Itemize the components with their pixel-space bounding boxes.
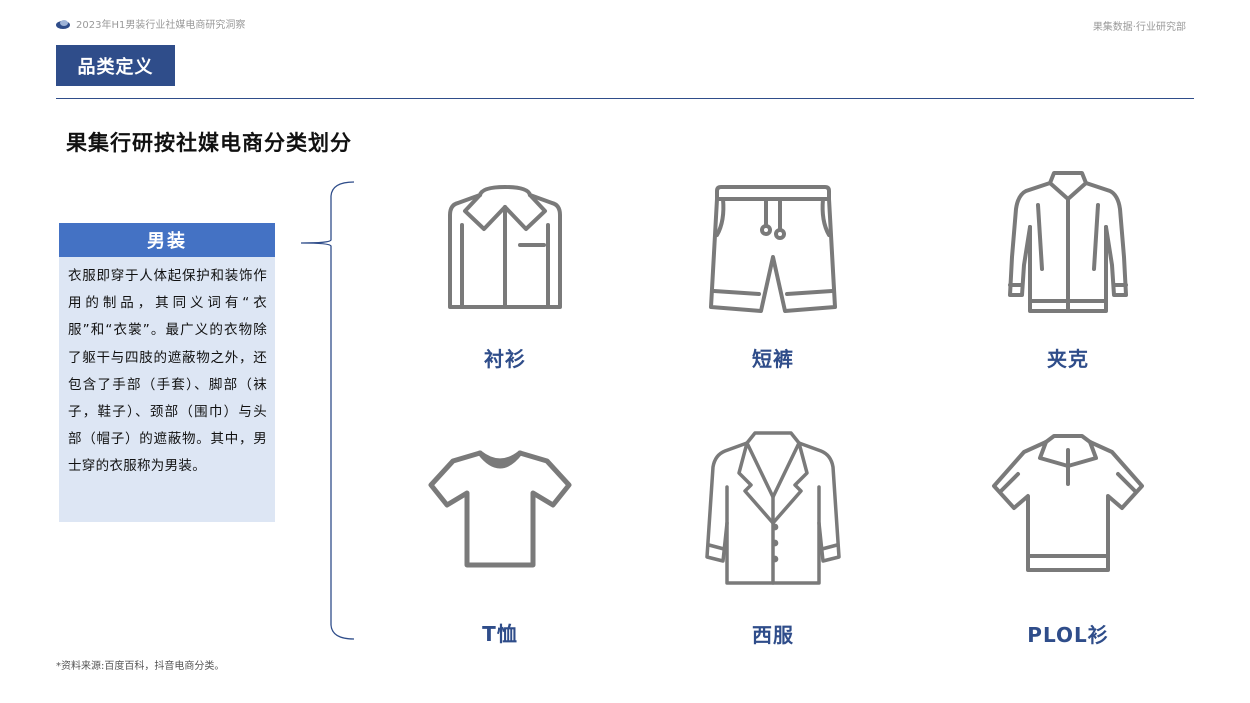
shorts-icon: [709, 185, 837, 313]
bracket-connector: [300, 181, 355, 640]
jacket-icon: [1008, 171, 1128, 313]
source-note: *资料来源:百度百科，抖音电商分类。: [56, 661, 225, 672]
section-label: 品类定义: [56, 45, 175, 86]
definition-text: 衣服即穿于人体起保护和装饰作用的制品，其同义词有“衣服”和“衣裳”。最广义的衣物…: [68, 268, 267, 475]
category-label: 西服: [752, 623, 794, 647]
category-suit: 西服: [663, 427, 883, 647]
category-label: PLOL衫: [1027, 623, 1109, 647]
category-shorts: 短裤: [663, 181, 883, 381]
polo-icon: [992, 434, 1144, 572]
header-divider: [56, 98, 1194, 99]
category-label: 衬衫: [484, 347, 526, 371]
category-jacket: 夹克: [958, 169, 1178, 371]
category-label: T恤: [482, 622, 518, 646]
category-label: 短裤: [752, 347, 794, 371]
report-header: 2023年H1男装行业社媒电商研究洞察: [56, 16, 245, 31]
category-polo: PLOL衫: [958, 432, 1178, 647]
brand-label: 果集数据·行业研究部: [1092, 22, 1186, 33]
category-label: 夹克: [1047, 347, 1089, 371]
report-title: 2023年H1男装行业社媒电商研究洞察: [76, 20, 246, 31]
shirt-icon: [448, 185, 562, 309]
logo-icon: [56, 19, 70, 29]
category-tshirt: T恤: [390, 445, 610, 646]
definition-card: 男装 衣服即穿于人体起保护和装饰作用的制品，其同义词有“衣服”和“衣裳”。最广义…: [59, 223, 275, 522]
tshirt-icon: [428, 450, 572, 568]
page-title: 果集行研按社媒电商分类划分: [66, 131, 352, 155]
definition-title: 男装: [59, 223, 275, 257]
category-shirt: 衬衫: [395, 181, 615, 381]
suit-icon: [705, 431, 841, 585]
